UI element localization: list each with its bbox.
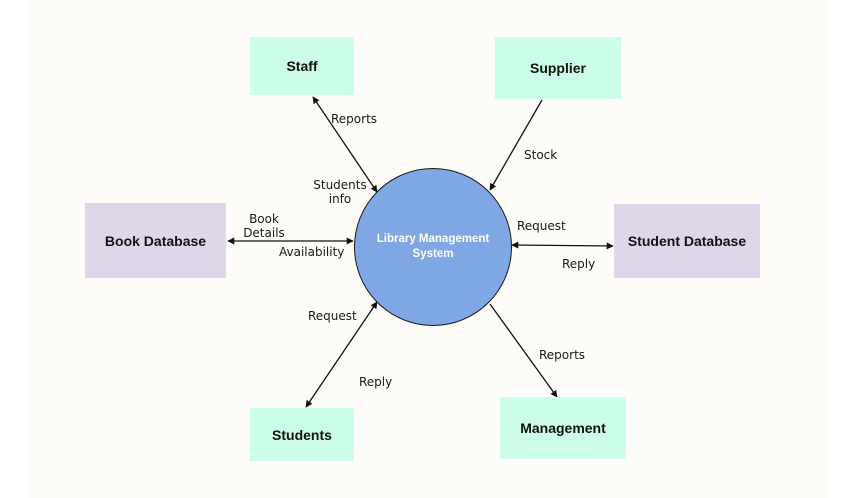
student-database-connector	[511, 241, 614, 250]
students-connector	[305, 301, 378, 408]
supplier-stock-label: Stock	[524, 148, 558, 162]
book-details-label: Book Details	[238, 212, 290, 240]
staff-entity: Staff	[250, 37, 354, 95]
staff-students-info-label: Students info	[306, 178, 374, 206]
process-label-line2: System	[412, 248, 454, 260]
students-request-label: Request	[308, 309, 357, 323]
staff-label: Staff	[286, 58, 318, 74]
students-info-line2: info	[328, 192, 352, 206]
management-entity: Management	[500, 397, 626, 459]
student-database-store: Student Database	[614, 204, 760, 278]
book-database-store: Book Database	[85, 203, 226, 278]
students-label: Students	[272, 426, 332, 443]
students-entity: Students	[250, 408, 354, 461]
book-database-label: Book Database	[104, 232, 207, 249]
staff-reports-label: Reports	[331, 112, 378, 126]
staff-connector	[312, 96, 378, 193]
students-info-line1: Students	[313, 178, 367, 192]
students-reply-label: Reply	[359, 375, 393, 389]
management-reports-label: Reports	[539, 348, 586, 362]
management-label: Management	[520, 420, 606, 436]
student-database-request-label: Request	[517, 219, 566, 233]
process-label-line1: Library Management	[376, 233, 490, 245]
supplier-entity: Supplier	[495, 37, 621, 99]
supplier-connector	[489, 99, 543, 191]
management-connector	[489, 303, 558, 398]
book-details-line2: Details	[243, 226, 285, 240]
book-details-line1: Book	[249, 212, 279, 226]
book-availability-label: Availability	[279, 245, 345, 259]
library-management-system-process: Library Management System	[354, 168, 512, 326]
supplier-label: Supplier	[529, 60, 586, 76]
student-database-label: Student Database	[627, 233, 747, 249]
student-database-reply-label: Reply	[562, 257, 596, 271]
